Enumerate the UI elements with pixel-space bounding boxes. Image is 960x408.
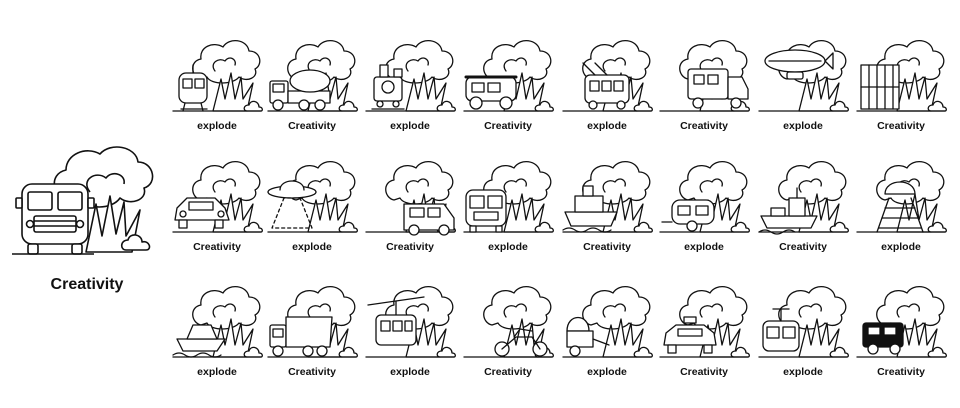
icon-tile: Creativity [658,37,750,149]
taxi-explosion-icon [659,286,750,358]
hero-caption: Creativity [50,276,124,293]
icon-tile: explode [364,283,456,395]
tile-caption: explode [587,366,627,378]
cargo-ship-explosion-icon [758,161,849,235]
tile-caption: explode [390,120,430,132]
tile-caption: Creativity [484,366,532,378]
icon-tile: Creativity [266,283,358,395]
railway-explosion-icon [856,161,947,233]
cable-car-explosion-icon [365,286,456,358]
icon-tile: Creativity [658,283,750,395]
tile-caption: Creativity [288,120,336,132]
streetcar-explosion-icon [758,286,849,358]
tile-caption: Creativity [484,120,532,132]
icon-tile: explode [855,158,947,270]
rickshaw-explosion-icon [562,286,653,358]
ship-explosion-icon [562,161,653,233]
icon-tile: Creativity [855,37,947,149]
tile-caption: explode [881,241,921,253]
tile-caption: Creativity [288,366,336,378]
tile-caption: explode [197,120,237,132]
cement-mixer-explosion-icon [267,40,358,112]
airship-explosion-icon [758,40,849,112]
food-truck-explosion-icon [856,286,947,358]
tile-caption: Creativity [193,241,241,253]
rv-truck-explosion-icon [659,40,750,112]
bus-explosion-icon [463,161,554,233]
tram-explosion-icon [172,40,263,112]
icon-tile: Creativity [757,158,849,270]
jeepney-explosion-icon [463,40,554,112]
van-explosion-icon [365,161,456,236]
boat-explosion-icon [172,286,263,358]
school-bus-explosion-icon [12,146,154,255]
tile-caption: Creativity [583,241,631,253]
icon-tile: Creativity [462,37,554,149]
ufo-explosion-icon [267,161,358,233]
tile-caption: explode [390,366,430,378]
sedan-car-explosion-icon [172,161,263,233]
trolleybus-explosion-icon [562,40,653,112]
icon-tile: Creativity [171,158,263,270]
icon-tile: explode [757,283,849,395]
icon-tile: explode [561,283,653,395]
icon-tile: explode [462,158,554,270]
tile-caption: explode [783,120,823,132]
icon-tile: explode [561,37,653,149]
icon-tile: explode [171,37,263,149]
icon-tile: explode [757,37,849,149]
tile-caption: explode [197,366,237,378]
icon-tile: explode [658,158,750,270]
shipping-container-explosion-icon [856,40,947,112]
icon-tile: Creativity [855,283,947,395]
tile-caption: Creativity [877,120,925,132]
icon-tile: explode [171,283,263,395]
dump-truck-explosion-icon [267,286,358,358]
tile-caption: explode [488,241,528,253]
icon-tile: explode [266,158,358,270]
icon-tile: Creativity [364,158,456,270]
caravan-explosion-icon [659,161,750,233]
motorcycle-explosion-icon [463,286,554,358]
tile-caption: explode [292,241,332,253]
tile-caption: Creativity [680,120,728,132]
icon-tile: Creativity [462,283,554,395]
icon-tile: Creativity [561,158,653,270]
tile-caption: explode [587,120,627,132]
tile-caption: Creativity [877,366,925,378]
tile-caption: Creativity [779,241,827,253]
tile-caption: explode [684,241,724,253]
tile-caption: Creativity [386,241,434,253]
steam-train-explosion-icon [365,40,456,112]
icon-tile: Creativity [266,37,358,149]
icon-tile: explode [364,37,456,149]
tile-caption: Creativity [680,366,728,378]
tile-caption: explode [783,366,823,378]
